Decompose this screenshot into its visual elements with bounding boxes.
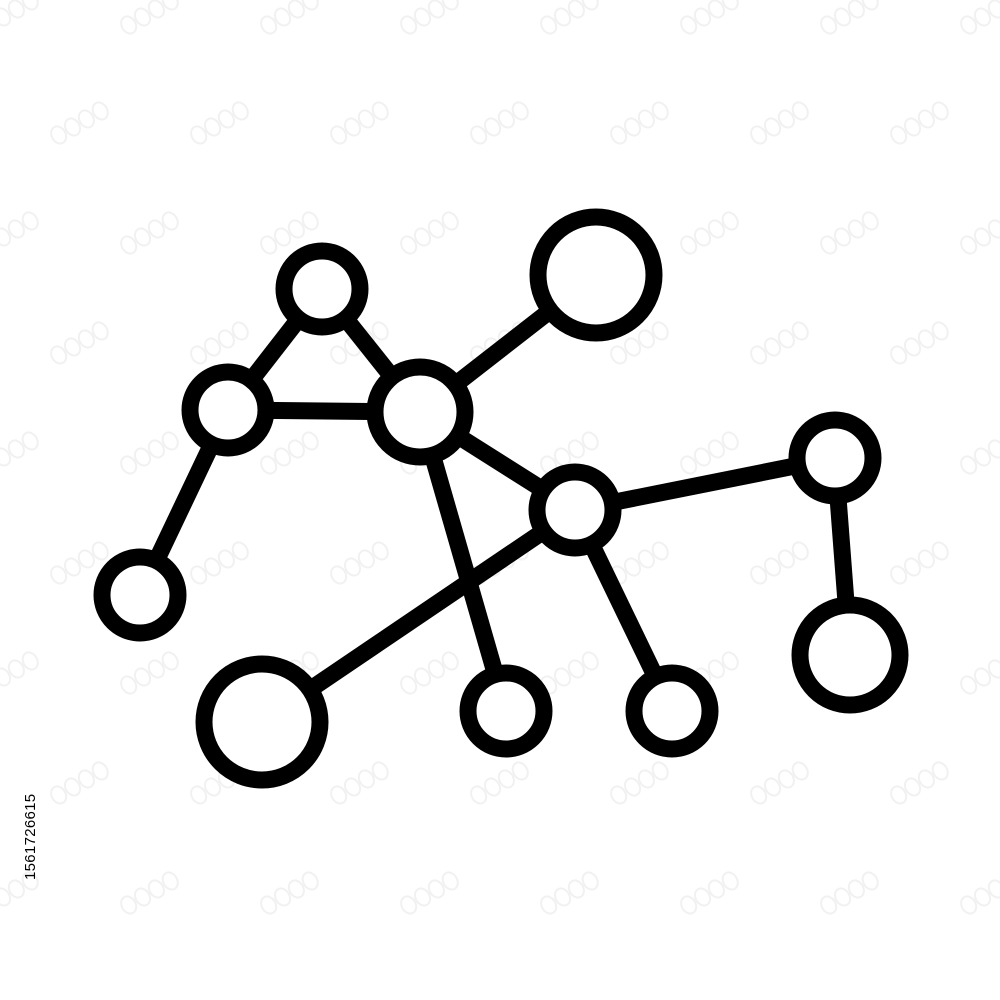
node-n-left-triangle	[181, 363, 275, 457]
node-n-right	[788, 411, 882, 505]
node-n-bottom-left-large	[195, 655, 329, 789]
node-n-upper-right-large	[529, 208, 663, 342]
node-n-hub	[366, 358, 474, 466]
node-n-bottom-right	[625, 664, 719, 758]
stock-id-label: 1561726615	[22, 793, 39, 880]
node-n-bottom-middle	[459, 664, 553, 758]
node-n-lower-right	[791, 596, 909, 714]
node-n-far-left	[93, 548, 187, 642]
node-n-center-right	[528, 463, 622, 557]
node-n-top-triangle	[275, 242, 369, 336]
